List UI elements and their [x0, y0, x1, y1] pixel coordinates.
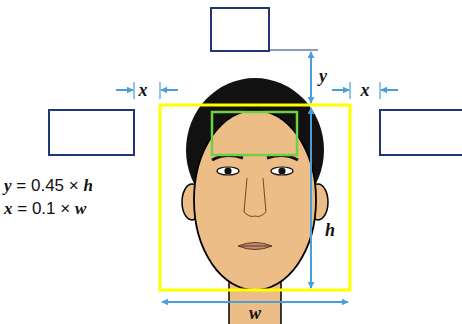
label-part: ×	[60, 199, 70, 218]
label-part: 0.1	[32, 199, 56, 218]
label-part: h	[83, 176, 92, 195]
dimension-label: y	[319, 67, 327, 85]
dimension-arrow	[116, 89, 133, 91]
label-part	[56, 199, 61, 218]
eye	[217, 167, 239, 175]
tick	[133, 82, 134, 99]
label-part	[26, 176, 31, 195]
label-part	[27, 199, 32, 218]
tick	[159, 82, 160, 99]
dimension-label: x	[361, 81, 370, 99]
lip-line	[239, 246, 271, 247]
tick	[379, 82, 380, 99]
dimension-arrow	[161, 89, 178, 91]
label-part: 0.45	[31, 176, 64, 195]
pupil	[278, 167, 285, 174]
tick	[349, 82, 350, 99]
formula: x = 0.1 × w	[4, 200, 86, 217]
dimension-arrow	[162, 301, 348, 303]
pupil	[224, 167, 231, 174]
right-box	[380, 110, 462, 155]
label-part	[79, 176, 84, 195]
dimension-arrow	[332, 89, 349, 91]
label-part: h	[325, 220, 335, 240]
left-box	[49, 110, 134, 155]
dimension-lines	[116, 52, 398, 302]
nose	[244, 178, 266, 217]
label-part: y	[4, 176, 12, 195]
label-part: x	[4, 199, 13, 218]
dimension-arrow	[381, 89, 398, 91]
formula: y = 0.45 × h	[4, 177, 93, 194]
label-part: ×	[69, 176, 79, 195]
dimension-arrow	[310, 108, 312, 288]
label-part	[13, 199, 18, 218]
label-part: w	[75, 199, 86, 218]
eye	[271, 167, 293, 175]
label-part	[70, 199, 75, 218]
label-part: y	[319, 66, 327, 86]
dimension-label: h	[325, 221, 335, 239]
forehead-box	[212, 112, 297, 155]
face-figure	[182, 78, 328, 324]
mouth	[238, 243, 272, 250]
dimension-arrow	[310, 52, 312, 103]
label-part	[12, 176, 17, 195]
label-part: x	[139, 80, 148, 100]
label-part: w	[249, 303, 261, 323]
top-box	[211, 8, 269, 51]
face	[194, 110, 316, 290]
label-part: =	[16, 176, 26, 195]
label-part: =	[17, 199, 27, 218]
label-part	[64, 176, 69, 195]
extension-line	[269, 49, 318, 50]
dimension-label: x	[139, 81, 148, 99]
label-part: x	[361, 80, 370, 100]
dimension-label: w	[249, 304, 261, 322]
face-box	[160, 105, 350, 290]
